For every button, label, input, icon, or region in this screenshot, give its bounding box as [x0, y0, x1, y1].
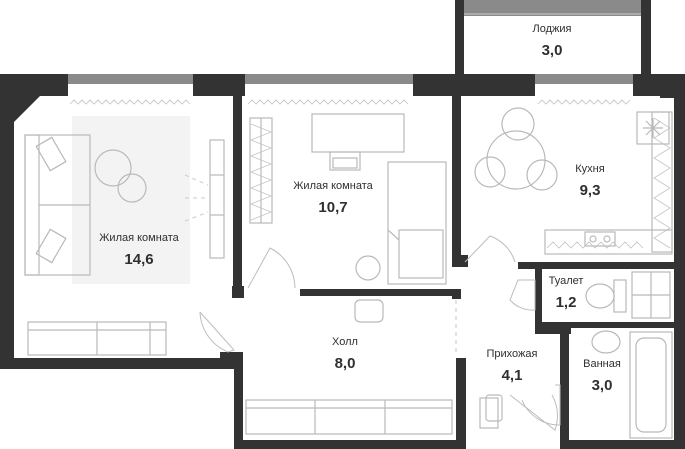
bathroom-area: 3,0	[591, 377, 613, 394]
windows	[68, 0, 641, 105]
hall-name: Холл	[332, 336, 358, 348]
toilet-name: Туалет	[548, 275, 584, 287]
bathroom-fixtures	[521, 330, 673, 439]
hall-fixtures	[199, 299, 558, 435]
loggia-area: 3,0	[541, 42, 563, 59]
living-room-mid-area: 10,7	[318, 199, 348, 216]
loggia-name: Лоджия	[532, 23, 572, 35]
living-room-furniture	[24, 134, 225, 356]
hallway-area: 4,1	[501, 367, 523, 384]
kitchen-area: 9,3	[579, 182, 601, 199]
bathroom-name: Ванная	[583, 358, 621, 370]
bedroom-furniture	[247, 113, 447, 289]
hallway-bench	[485, 394, 503, 422]
kitchen-furniture	[464, 107, 673, 263]
living-room-mid-name: Жилая комната	[293, 180, 373, 192]
living-room-large-area: 14,6	[124, 251, 154, 268]
living-room-floor-shade	[72, 116, 190, 284]
living-room-large-name: Жилая комната	[99, 232, 179, 244]
toilet-fixtures	[509, 271, 671, 319]
kitchen-name: Кухня	[575, 163, 605, 175]
toilet-area: 1,2	[555, 294, 577, 311]
hallway-name: Прихожая	[486, 348, 538, 360]
hall-area: 8,0	[334, 355, 356, 372]
